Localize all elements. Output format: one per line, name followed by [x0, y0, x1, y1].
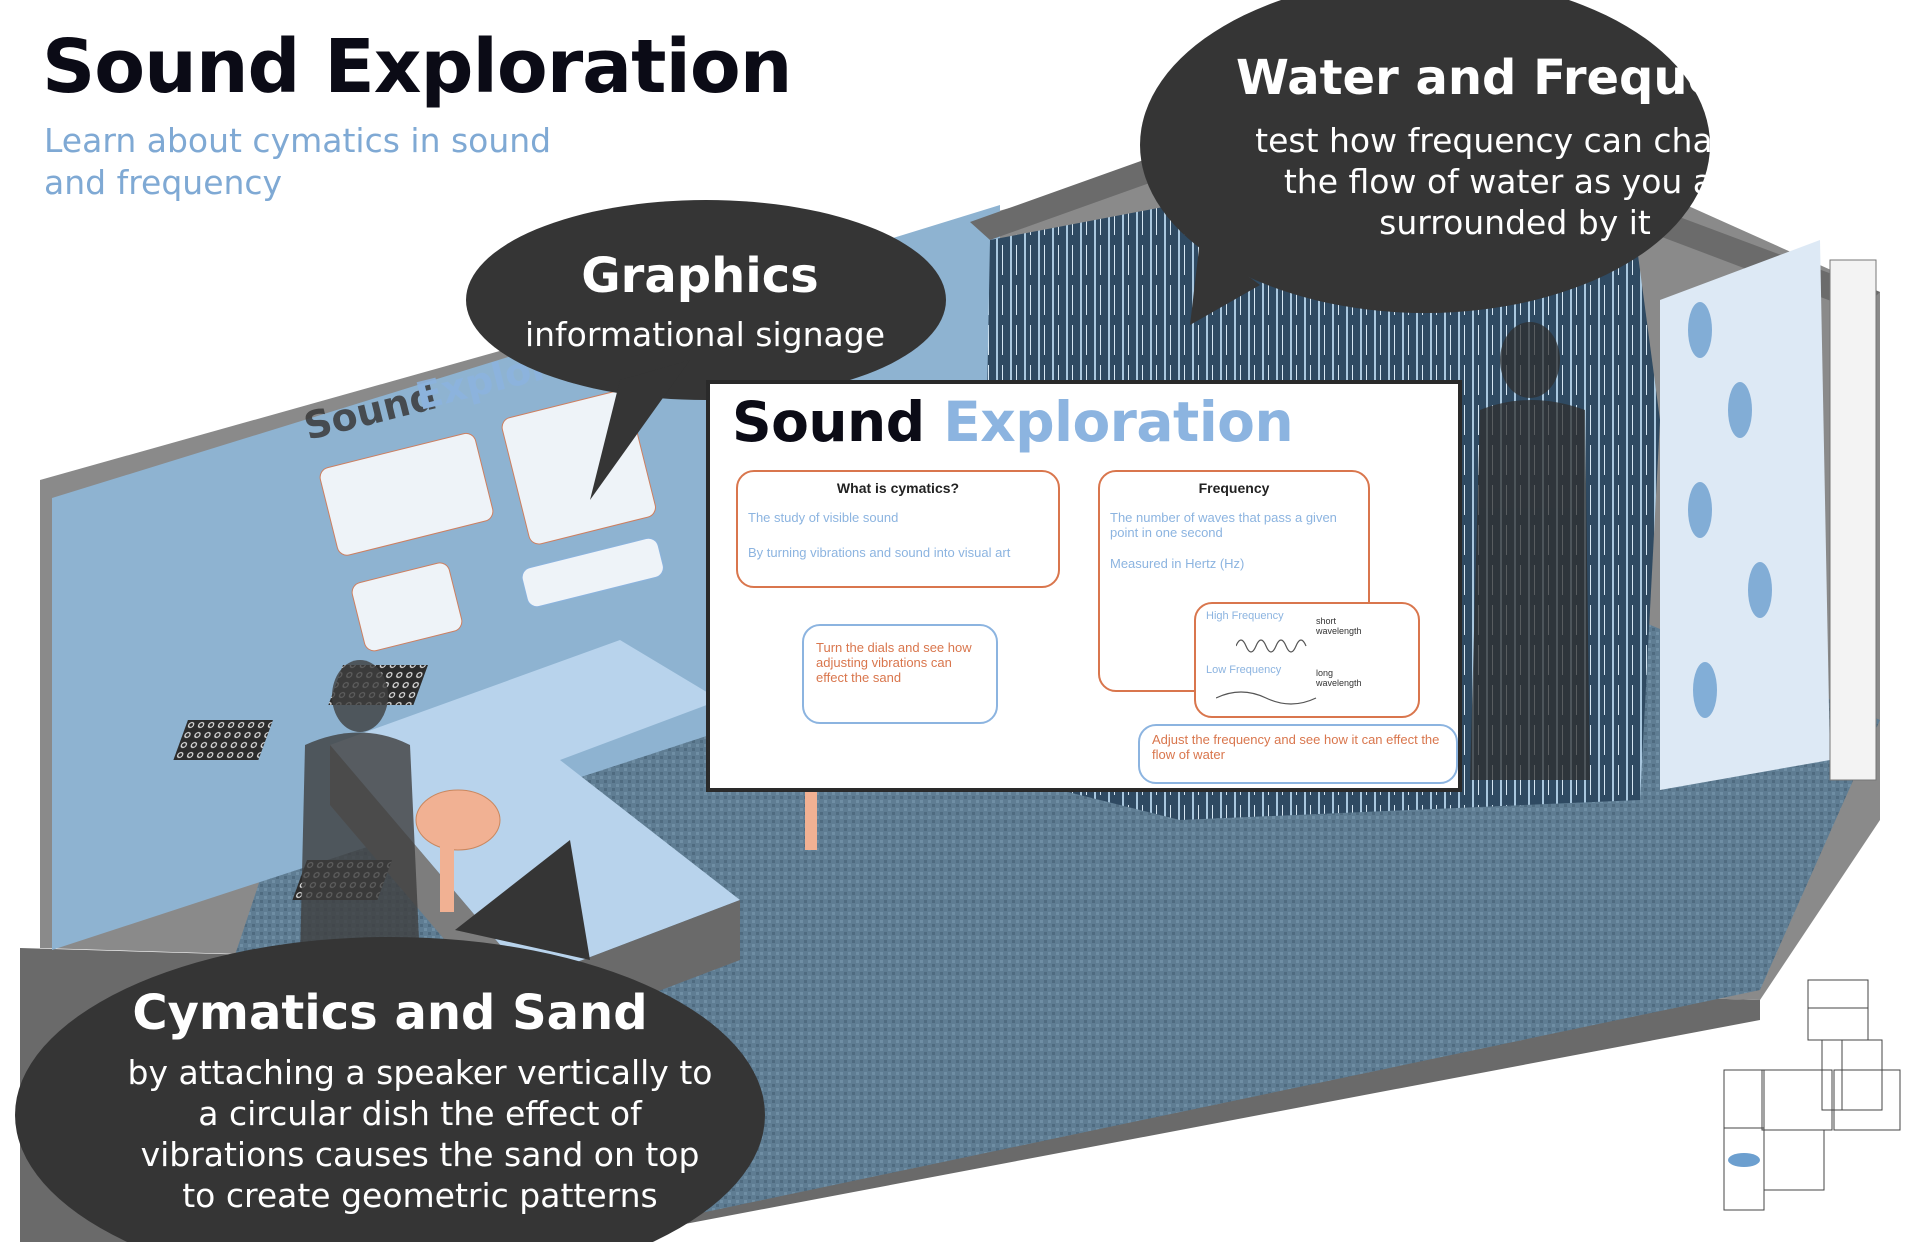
water-frequency-title: Water and Frequency	[1235, 50, 1815, 106]
sand-dish-2	[173, 720, 273, 760]
dials-card-text: Turn the dials and see how adjusting vib…	[816, 640, 972, 685]
wavelength-card: High Frequency short wavelength Low Freq…	[1194, 602, 1420, 718]
frequency-card-line-2: Measured in Hertz (Hz)	[1110, 556, 1245, 571]
floor-plan-thumbnail	[1723, 979, 1901, 1211]
bubble-graphics	[466, 200, 946, 500]
visitor-silhouette-right	[1470, 322, 1590, 780]
low-frequency-label: Low Frequency	[1206, 664, 1282, 676]
page-title: Sound Exploration	[42, 24, 792, 110]
visitor-silhouette-left	[300, 660, 420, 960]
graphics-title: Graphics	[581, 248, 819, 304]
signage-panel: Sound Exploration What is cymatics? The …	[706, 380, 1462, 792]
short-wavelength-note: short wavelength	[1316, 616, 1362, 636]
adjust-card: Adjust the frequency and see how it can …	[1138, 724, 1458, 784]
signage-title-word-1: Sound	[732, 390, 925, 454]
low-frequency-wave	[1216, 691, 1317, 705]
cymatics-sand-title: Cymatics and Sand	[132, 985, 648, 1041]
adjust-card-text: Adjust the frequency and see how it can …	[1152, 732, 1440, 762]
long-wavelength-note: long wavelength	[1316, 668, 1362, 688]
cymatics-card-line-1: The study of visible sound	[748, 510, 899, 525]
bubble-cymatics-sand	[15, 840, 765, 1242]
dials-card: Turn the dials and see how adjusting vib…	[802, 624, 998, 724]
frequency-card-line-1: The number of waves that pass a given po…	[1110, 510, 1337, 540]
signage-title-word-2: Exploration	[943, 390, 1294, 454]
doorway-frame	[1829, 259, 1877, 781]
floor-plan-highlight	[1728, 1153, 1760, 1167]
graphics-body: informational signage	[524, 315, 886, 354]
water-frequency-body: test how frequency can change the flow o…	[1255, 121, 1775, 242]
signage-title: Sound Exploration	[732, 390, 1294, 454]
side-table	[415, 789, 501, 851]
page-subtitle: Learn about cymatics in sound and freque…	[44, 121, 552, 202]
high-frequency-label: High Frequency	[1206, 610, 1284, 622]
cymatics-card: What is cymatics? The study of visible s…	[736, 470, 1060, 588]
cymatics-sand-body: by attaching a speaker vertically to a c…	[127, 1053, 713, 1215]
counter-top	[330, 640, 740, 980]
bubble-water-frequency	[1140, 0, 1710, 325]
frequency-card-heading: Frequency	[1198, 480, 1270, 496]
right-blue-wall	[1660, 240, 1830, 790]
cymatics-card-heading: What is cymatics?	[836, 480, 960, 496]
cymatics-card-line-2: By turning vibrations and sound into vis…	[748, 545, 1011, 560]
high-frequency-wave	[1236, 639, 1307, 653]
signage-leg	[805, 790, 817, 850]
